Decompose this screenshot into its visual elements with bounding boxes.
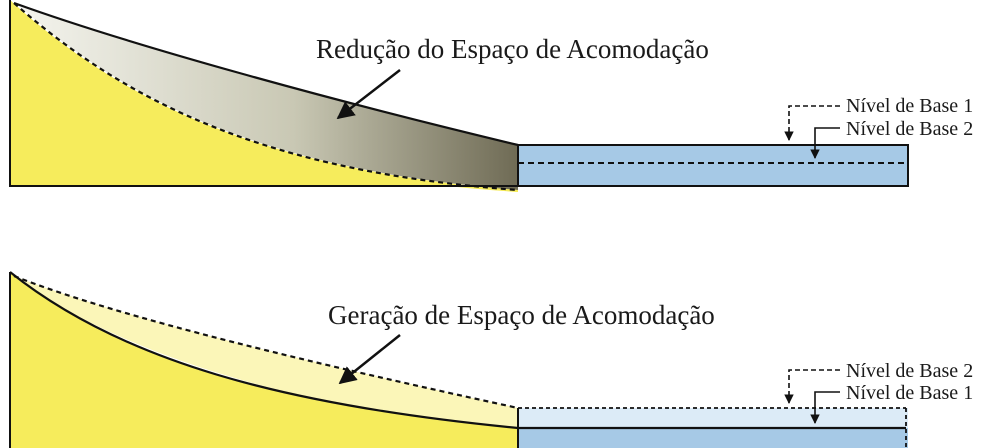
top-title: Redução do Espaço de Acomodação	[316, 34, 709, 64]
bottom-legend-base-2: Nível de Base 2	[846, 360, 973, 382]
bottom-panel: Geração de Espaço de Acomodação Nível de…	[9, 271, 973, 448]
bottom-legend-solid-leader	[810, 391, 840, 424]
top-legend-dashed-leader	[784, 105, 840, 141]
top-land-fill	[10, 0, 518, 190]
bottom-water	[518, 428, 908, 448]
bottom-legend-dashed-leader	[784, 369, 840, 404]
bottom-legend-base-1: Nível de Base 1	[846, 382, 973, 404]
top-title-arrow	[336, 69, 401, 120]
bottom-generation-area	[14, 276, 518, 428]
bottom-title: Geração de Espaço de Acomodação	[328, 300, 715, 330]
bottom-land-body	[10, 272, 518, 448]
top-panel: Redução do Espaço de Acomodação Nível de…	[9, 0, 973, 192]
top-water	[517, 144, 909, 187]
top-legend-base-1: Nível de Base 1	[846, 95, 973, 117]
bottom-water-raised	[518, 408, 908, 428]
top-legend-solid-leader	[810, 127, 840, 159]
bottom-new-profile	[13, 274, 519, 410]
top-reduction-area	[18, 5, 518, 190]
top-new-profile	[13, 2, 519, 192]
top-legend-base-2: Nível de Base 2	[846, 118, 973, 140]
top-old-profile	[13, 1, 519, 147]
bottom-old-profile	[9, 271, 519, 430]
bottom-title-arrow	[338, 334, 401, 385]
